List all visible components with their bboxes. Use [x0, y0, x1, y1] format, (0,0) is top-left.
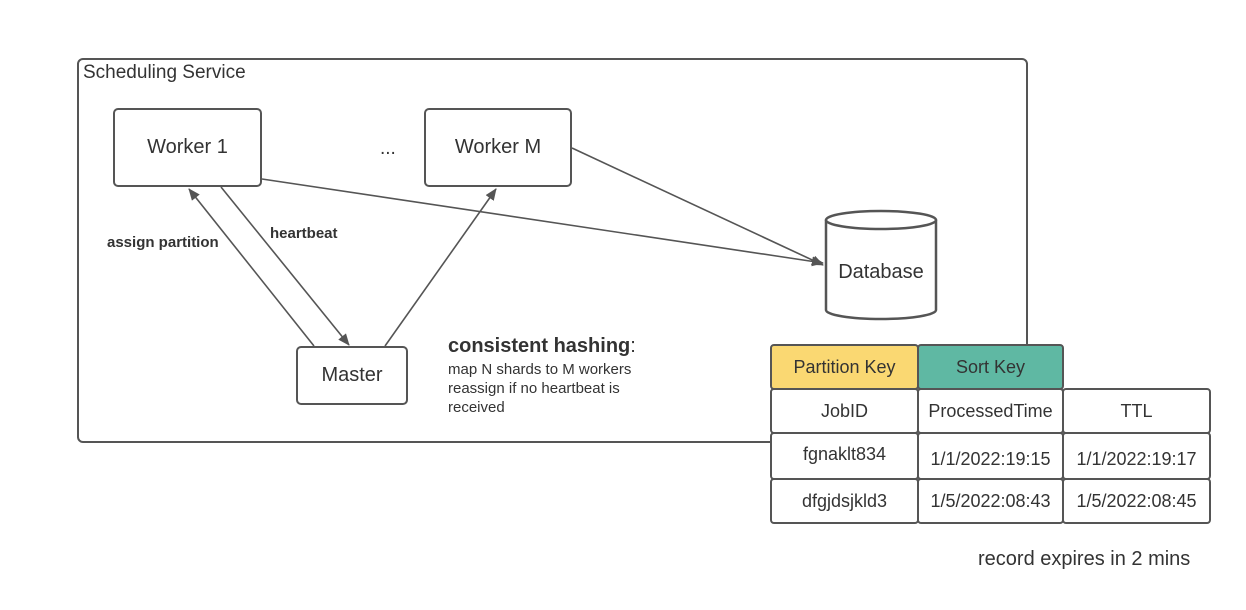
table-cell-value: fgnaklt834	[802, 444, 887, 464]
sort-key-header: Sort Key	[917, 344, 1064, 390]
sort-key-label: Sort Key	[955, 356, 1026, 377]
arrow-heartbeat	[220, 186, 350, 346]
master-node: Master	[296, 346, 408, 405]
table-cell-value: 1/1/2022:19:15	[930, 449, 1051, 469]
column-header-jobid: JobID	[770, 388, 919, 434]
table-cell-row2-ttl: 1/5/2022:08:45	[1062, 478, 1211, 524]
worker-m-label: Worker M	[454, 136, 542, 158]
scheduling-service-title: Scheduling Service	[83, 62, 246, 83]
column-header-label: ProcessedTime	[928, 400, 1053, 421]
hashing-line: reassign if no heartbeat is	[448, 380, 620, 397]
table-cell-row1-ttl: 1/1/2022:19:17	[1062, 432, 1211, 480]
partition-key-header: Partition Key	[770, 344, 919, 390]
arrow-worker-m-to-database	[571, 147, 824, 266]
worker-1-node: Worker 1	[113, 108, 262, 187]
arrow-master-to-worker-m	[384, 188, 497, 347]
table-cell-value: 1/5/2022:08:43	[930, 490, 1051, 511]
hashing-line: map N shards to M workers	[448, 361, 632, 378]
hashing-line: received	[448, 399, 505, 416]
heartbeat-label: heartbeat	[270, 225, 338, 242]
worker-1-label: Worker 1	[147, 136, 228, 158]
column-header-ttl: TTL	[1062, 388, 1211, 434]
record-expiry-note: record expires in 2 mins	[978, 548, 1191, 570]
table-cell-value: dfgjdsjkld3	[801, 490, 888, 511]
column-header-processedtime: ProcessedTime	[917, 388, 1064, 434]
table-cell-row2-processedtime: 1/5/2022:08:43	[917, 478, 1064, 524]
table-cell-value: 1/5/2022:08:45	[1076, 490, 1197, 511]
consistent-hashing-description: map N shards to M workers reassign if no…	[448, 360, 631, 417]
column-header-label: TTL	[1120, 400, 1153, 421]
database-cylinder-icon	[824, 209, 938, 321]
assign-partition-label: assign partition	[107, 234, 219, 251]
arrow-assign-partition	[188, 188, 315, 347]
partition-key-label: Partition Key	[793, 356, 896, 377]
worker-m-node: Worker M	[424, 108, 572, 187]
table-cell-row1-processedtime: 1/1/2022:19:15	[917, 432, 1064, 480]
table-cell-row1-jobid: fgnaklt834	[770, 432, 919, 480]
consistent-hashing-colon: :	[630, 335, 636, 357]
consistent-hashing-heading: consistent hashing	[448, 335, 631, 357]
master-label: Master	[321, 364, 383, 386]
consistent-hashing-title: consistent hashing:	[448, 335, 636, 358]
table-cell-row2-jobid: dfgjdsjkld3	[770, 478, 919, 524]
arrow-worker-1-to-database	[261, 178, 824, 267]
database-label: Database	[838, 261, 924, 283]
table-cell-value: 1/1/2022:19:17	[1076, 449, 1197, 469]
column-header-label: JobID	[820, 400, 869, 421]
workers-ellipsis: ...	[380, 138, 396, 159]
